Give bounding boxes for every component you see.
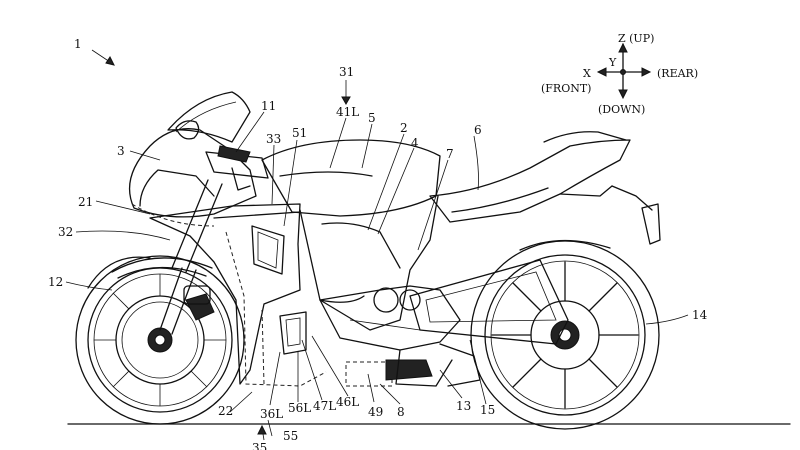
label-32: 32	[58, 225, 73, 239]
label-15: 15	[480, 403, 495, 417]
axis-front-label: (FRONT)	[541, 82, 591, 95]
front-fairing	[128, 91, 307, 385]
axis-front-x-label: X	[583, 67, 591, 80]
rear-wheel	[470, 239, 660, 430]
label-2: 2	[400, 121, 408, 135]
label-12: 12	[48, 275, 63, 289]
label-55: 55	[283, 429, 298, 443]
label-41L: 41L	[336, 105, 359, 119]
leader-lines	[65, 49, 689, 441]
label-49: 49	[368, 405, 383, 419]
label-6: 6	[474, 123, 482, 137]
fuel-tank-body	[205, 139, 441, 331]
label-51: 51	[292, 126, 307, 140]
label-21: 21	[78, 195, 93, 209]
seat-tail	[429, 131, 661, 245]
reference-labels: 1 3 21 32 12 11 33 51 31 41L 5 2 4 6 7 1…	[48, 37, 708, 450]
axis-y-label: Y	[608, 56, 617, 69]
label-47L: 47L	[313, 399, 336, 413]
label-56L: 56L	[288, 401, 311, 415]
label-36L: 36L	[260, 407, 283, 421]
axis-up-label: Z (UP)	[618, 32, 654, 45]
label-22: 22	[218, 404, 233, 418]
label-4: 4	[411, 136, 419, 150]
label-1: 1	[74, 37, 82, 51]
label-46L: 46L	[336, 395, 359, 409]
label-7: 7	[446, 147, 454, 161]
exhaust	[439, 343, 481, 387]
label-5: 5	[368, 111, 376, 125]
engine	[319, 285, 461, 387]
axis-rear-label: (REAR)	[657, 67, 698, 80]
label-8: 8	[397, 405, 405, 419]
front-fork	[111, 179, 223, 335]
axis-indicator: Z (UP) Y X (FRONT) (REAR) (DOWN)	[541, 32, 698, 116]
label-11: 11	[261, 99, 276, 113]
front-wheel	[75, 255, 245, 425]
label-14: 14	[692, 308, 708, 322]
swingarm	[399, 259, 569, 345]
internal-duct-outline	[131, 203, 393, 387]
label-13: 13	[456, 399, 471, 413]
label-3: 3	[117, 144, 125, 158]
label-31: 31	[339, 65, 354, 79]
axis-down-label: (DOWN)	[598, 103, 645, 116]
label-33: 33	[266, 132, 281, 146]
label-35: 35	[252, 441, 267, 450]
